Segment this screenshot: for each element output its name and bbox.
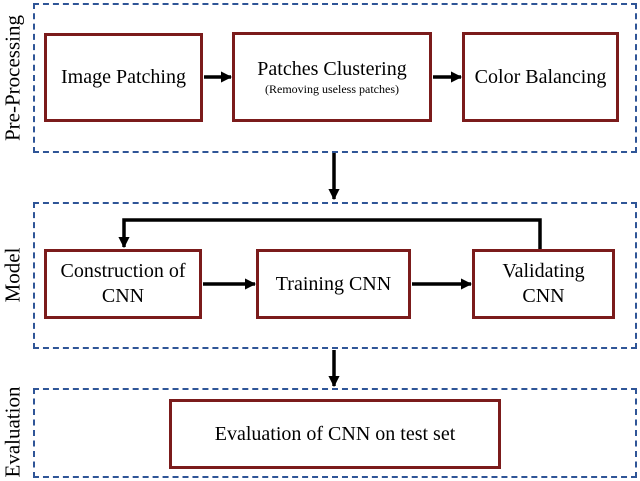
validating-text-line1: Validating: [502, 260, 585, 282]
evaluation-section: [33, 388, 637, 478]
evaluation-box: Evaluation of CNN on test set: [169, 399, 501, 469]
construction-box: Construction of CNN: [44, 249, 202, 319]
construction-text-line2: CNN: [101, 285, 145, 307]
patches-clustering-note: (Removing useless patches): [265, 82, 399, 97]
evaluation-text: Evaluation of CNN on test set: [214, 422, 456, 445]
arrow-validating-feedback-loop: [118, 218, 542, 249]
construction-text-line1: Construction of: [60, 260, 186, 282]
image-patching-text: Image Patching: [61, 66, 186, 88]
patches-clustering-text: Patches Clustering: [257, 58, 407, 81]
validating-text-line2: CNN: [522, 285, 565, 307]
training-box: Training CNN: [256, 249, 411, 319]
validating-box: Validating CNN: [472, 249, 615, 319]
color-balancing-box: Color Balancing: [462, 32, 619, 122]
training-text: Training CNN: [275, 272, 392, 295]
preprocessing-section: [33, 3, 637, 153]
patches-clustering-box: Patches Clustering (Removing useless pat…: [232, 32, 432, 122]
color-balancing-text: Color Balancing: [474, 65, 607, 88]
image-patching-box: Image Patching: [44, 33, 203, 122]
model-section: [33, 202, 637, 349]
